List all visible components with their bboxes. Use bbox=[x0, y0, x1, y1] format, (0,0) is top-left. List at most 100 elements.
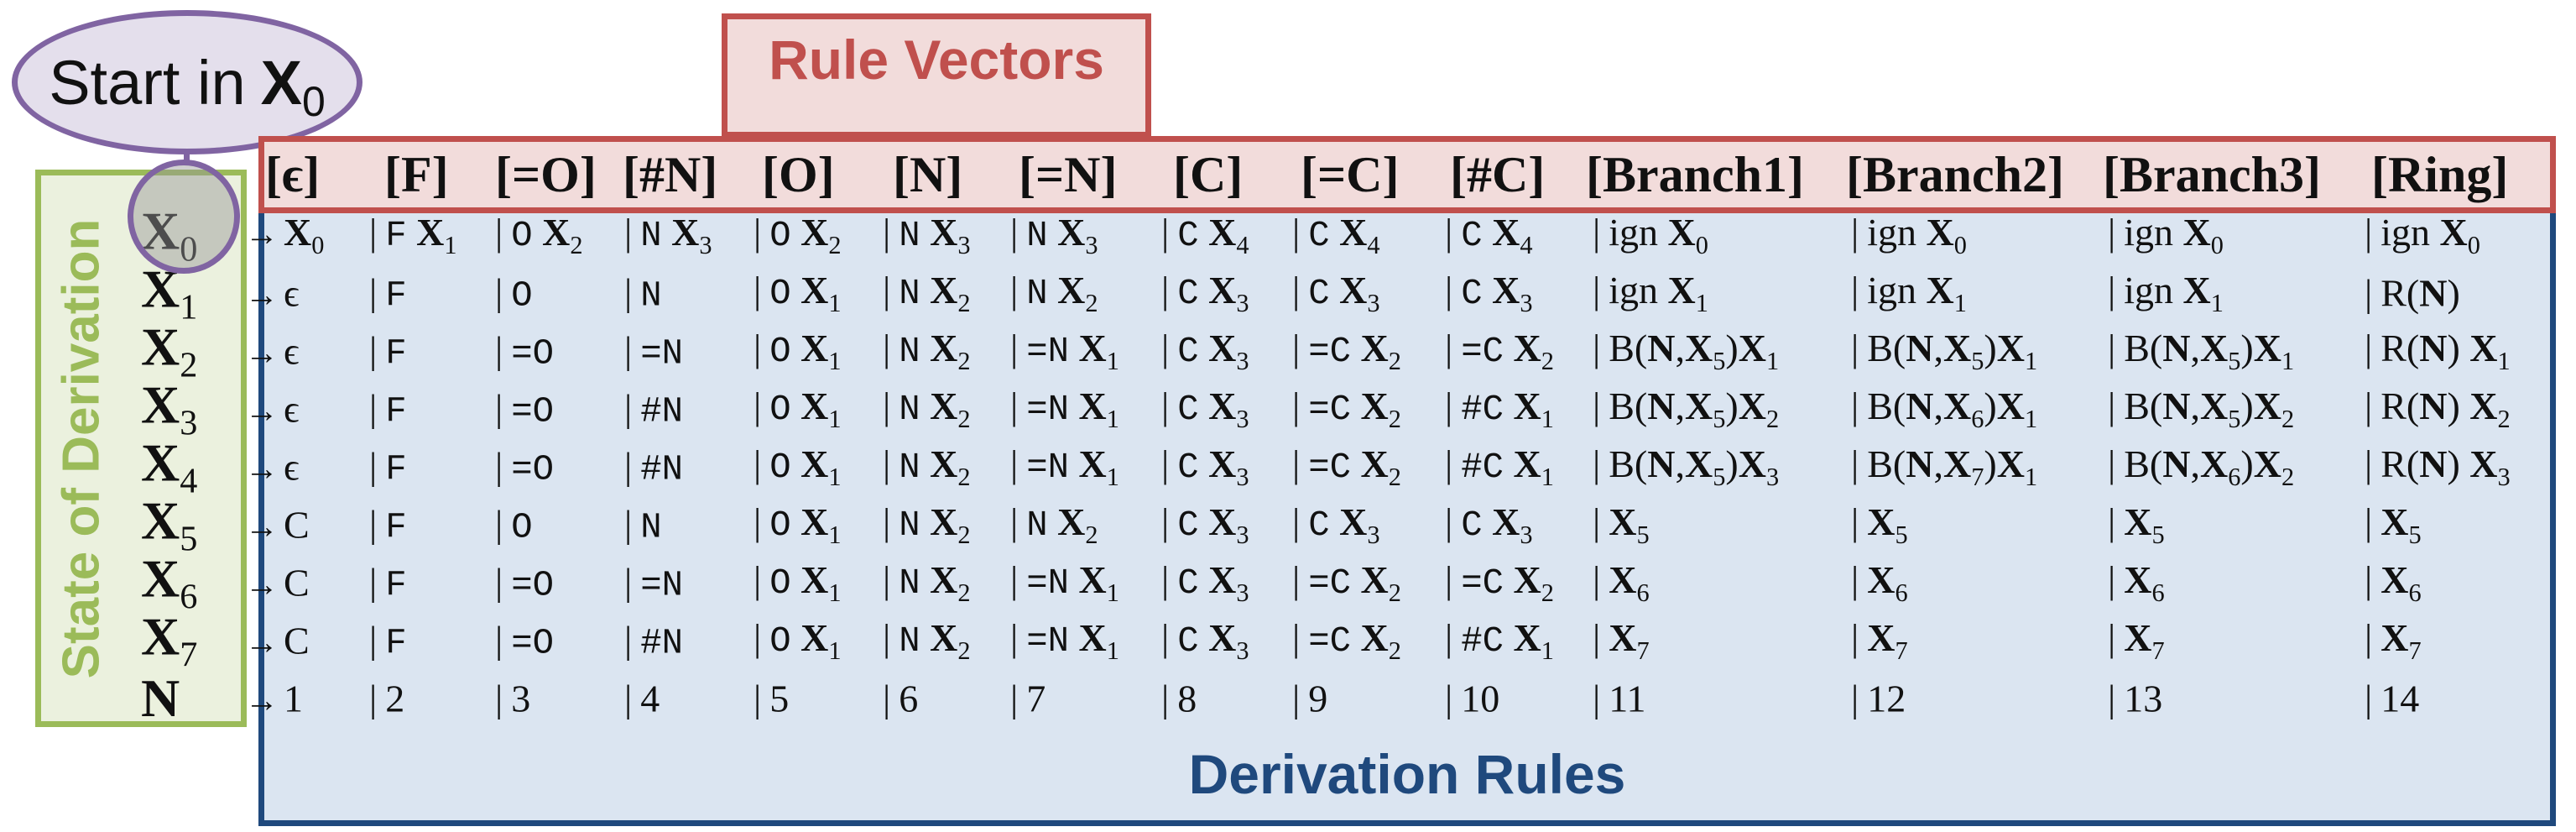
rule-cell: |F bbox=[369, 502, 407, 548]
separator: | bbox=[624, 502, 633, 546]
rule-cell: |4 bbox=[624, 677, 660, 721]
rule-value: F bbox=[385, 449, 407, 490]
rule-value: #C X1 bbox=[1461, 442, 1554, 491]
separator: | bbox=[1161, 327, 1170, 370]
separator: | bbox=[1292, 269, 1301, 312]
rule-value: C X3 bbox=[1308, 500, 1380, 549]
separator: | bbox=[369, 502, 378, 546]
rule-cell: →C bbox=[245, 619, 310, 663]
rule-cell: |O X1 bbox=[754, 615, 842, 666]
start-label: Start in X0 bbox=[12, 10, 362, 154]
separator: | bbox=[1445, 385, 1453, 428]
rule-vector-header: [F] bbox=[384, 146, 449, 202]
separator: | bbox=[1292, 385, 1301, 428]
rule-value: ϵ bbox=[284, 445, 300, 489]
separator: | bbox=[624, 386, 633, 430]
rule-cell: |C X3 bbox=[1161, 500, 1249, 550]
rule-cell: |C X3 bbox=[1292, 268, 1380, 318]
rule-value: =C X2 bbox=[1308, 385, 1401, 433]
rule-cell: →X0 bbox=[245, 210, 324, 260]
rule-value: 5 bbox=[769, 677, 790, 720]
arrow-icon: → bbox=[245, 449, 279, 488]
rule-cell: |C X3 bbox=[1292, 500, 1380, 550]
rule-cell: |ign X0 bbox=[2365, 210, 2480, 260]
rule-cell: |8 bbox=[1161, 677, 1197, 721]
rule-value: =O bbox=[511, 623, 555, 664]
rule-cell: |C X4 bbox=[1292, 210, 1380, 260]
separator: | bbox=[754, 616, 762, 660]
rule-value: ign X1 bbox=[1867, 269, 1967, 317]
separator: | bbox=[1161, 558, 1170, 602]
rule-cell: |X7 bbox=[1851, 615, 1908, 666]
rule-cell: |O X1 bbox=[754, 268, 842, 318]
rule-value: C X3 bbox=[1177, 558, 1249, 607]
rule-cell: |B(N,X6)X1 bbox=[1851, 384, 2037, 434]
state-label: X7 bbox=[141, 606, 198, 675]
state-label: X2 bbox=[141, 317, 198, 385]
rule-value: X6 bbox=[1609, 558, 1650, 607]
rule-value: F bbox=[385, 391, 407, 432]
separator: | bbox=[2108, 558, 2116, 602]
rule-cell: |=C X2 bbox=[1292, 442, 1401, 492]
separator: | bbox=[1292, 616, 1301, 660]
rule-value: ign X1 bbox=[1609, 269, 1708, 317]
rule-cell: |N X3 bbox=[624, 210, 712, 260]
rule-value: 4 bbox=[640, 677, 660, 720]
separator: | bbox=[1161, 677, 1170, 720]
rule-cell: |C X3 bbox=[1161, 442, 1249, 492]
rule-value: C bbox=[284, 561, 310, 604]
rule-cell: |X6 bbox=[2108, 557, 2165, 608]
rule-cell: |=N X1 bbox=[1010, 615, 1119, 666]
separator: | bbox=[624, 211, 633, 254]
separator: | bbox=[1445, 558, 1453, 602]
rule-cell: →ϵ bbox=[245, 445, 300, 489]
rule-cell: |F bbox=[369, 444, 407, 490]
rule-value: O bbox=[511, 507, 533, 548]
rule-value: 11 bbox=[1609, 677, 1646, 720]
separator: | bbox=[1851, 616, 1859, 660]
rule-value: 1 bbox=[284, 677, 303, 720]
rule-cell: |X5 bbox=[2108, 500, 2165, 550]
rule-value: N X2 bbox=[899, 558, 971, 607]
rule-value: X5 bbox=[2124, 500, 2165, 549]
separator: | bbox=[624, 618, 633, 662]
separator: | bbox=[1593, 558, 1601, 602]
rule-value: =N X1 bbox=[1026, 558, 1119, 607]
rule-value: =C X2 bbox=[1308, 616, 1401, 665]
rule-value: =N bbox=[640, 565, 684, 606]
rule-cell: |C X3 bbox=[1445, 268, 1533, 318]
separator: | bbox=[1593, 442, 1601, 486]
rule-cell: |F bbox=[369, 386, 407, 432]
rule-cell: |N X2 bbox=[883, 500, 971, 550]
separator: | bbox=[1161, 269, 1170, 312]
separator: | bbox=[2365, 271, 2373, 315]
rule-value: C bbox=[284, 619, 310, 662]
rule-value: =N X1 bbox=[1026, 385, 1119, 433]
rule-vector-header: [O] bbox=[762, 146, 835, 202]
rule-value: X6 bbox=[1867, 558, 1908, 607]
rule-value: O X1 bbox=[769, 385, 842, 433]
rule-cell: |=N X1 bbox=[1010, 442, 1119, 492]
separator: | bbox=[1445, 616, 1453, 660]
rule-vector-header: [=C] bbox=[1301, 146, 1400, 202]
rule-value: C bbox=[284, 503, 310, 547]
rule-cell: |N bbox=[624, 502, 662, 548]
separator: | bbox=[883, 500, 891, 544]
rule-value: 2 bbox=[385, 677, 405, 720]
rule-cell: |=N bbox=[624, 328, 683, 374]
rule-value: ign X0 bbox=[1867, 211, 1967, 259]
rule-value: #C X1 bbox=[1461, 385, 1554, 433]
separator: | bbox=[495, 502, 503, 546]
rule-cell: |R(N) X2 bbox=[2365, 384, 2511, 434]
rule-value: ign X0 bbox=[2380, 211, 2480, 259]
rule-value: X5 bbox=[1609, 500, 1650, 549]
rule-value: X6 bbox=[2124, 558, 2165, 607]
state-label: X3 bbox=[141, 374, 198, 443]
separator: | bbox=[2365, 442, 2373, 486]
rule-cell: |=C X2 bbox=[1292, 557, 1401, 608]
rule-value: N X2 bbox=[1026, 269, 1098, 317]
separator: | bbox=[2108, 327, 2116, 370]
rule-cell: →ϵ bbox=[245, 387, 300, 432]
rule-value: C X3 bbox=[1308, 269, 1380, 317]
rule-cell: |=O bbox=[495, 444, 554, 490]
